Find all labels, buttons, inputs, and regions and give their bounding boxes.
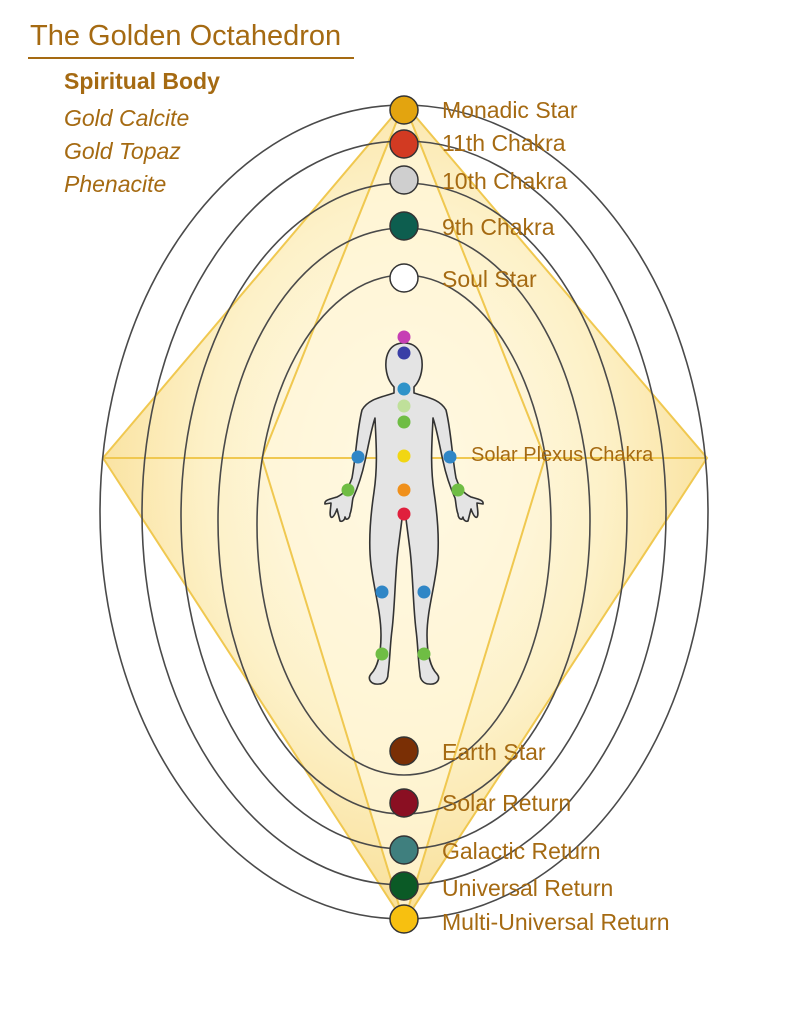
limb-point [351,450,365,464]
chakra-point [389,129,419,159]
chakra-point [389,736,419,766]
body-chakra-point [397,483,411,497]
body-chakra-point [397,346,411,360]
octahedron-facet-left [261,102,405,459]
chakra-point [389,95,419,125]
body-chakra-point [397,399,411,413]
octahedron-facet-right [403,102,546,459]
solar-plexus-label: Solar Plexus Chakra [471,444,654,466]
chakra-point [389,211,419,241]
title-underline [28,57,354,59]
chakra-label-solar-return: Solar Return [442,790,572,816]
chakra-point [389,871,419,901]
chakra-label-multi-universal-return: Multi-Universal Return [442,909,670,935]
limb-point [443,450,457,464]
chakra-label-9th: 9th Chakra [442,214,555,240]
chakra-label-10th: 10th Chakra [442,168,568,194]
body-chakra-point [397,330,411,344]
limb-point [417,585,431,599]
chakra-point [389,835,419,865]
body-label: Spiritual Body [64,68,220,94]
chakra-label-soul-star: Soul Star [442,266,537,292]
crystal-label: Gold Topaz [64,138,181,164]
limb-point [451,483,465,497]
chakra-label-galactic-return: Galactic Return [442,838,601,864]
chakra-point [389,263,419,293]
chakra-point [389,904,419,934]
chakra-label-11th: 11th Chakra [442,130,566,156]
page-title: The Golden Octahedron [30,20,342,52]
crystal-label: Phenacite [64,171,167,197]
limb-point [375,585,389,599]
chakra-layer [341,95,465,934]
chakra-point [389,788,419,818]
body-chakra-point [397,449,411,463]
body-chakra-point [397,507,411,521]
limb-point [417,647,431,661]
chakra-point [389,165,419,195]
body-chakra-point [397,415,411,429]
crystal-label: Gold Calcite [64,105,190,131]
chakra-label-universal-return: Universal Return [442,875,614,901]
chakra-label-earth-star: Earth Star [442,739,546,765]
limb-point [375,647,389,661]
body-chakra-point [397,382,411,396]
limb-point [341,483,355,497]
chakra-label-monadic-star: Monadic Star [442,97,578,123]
